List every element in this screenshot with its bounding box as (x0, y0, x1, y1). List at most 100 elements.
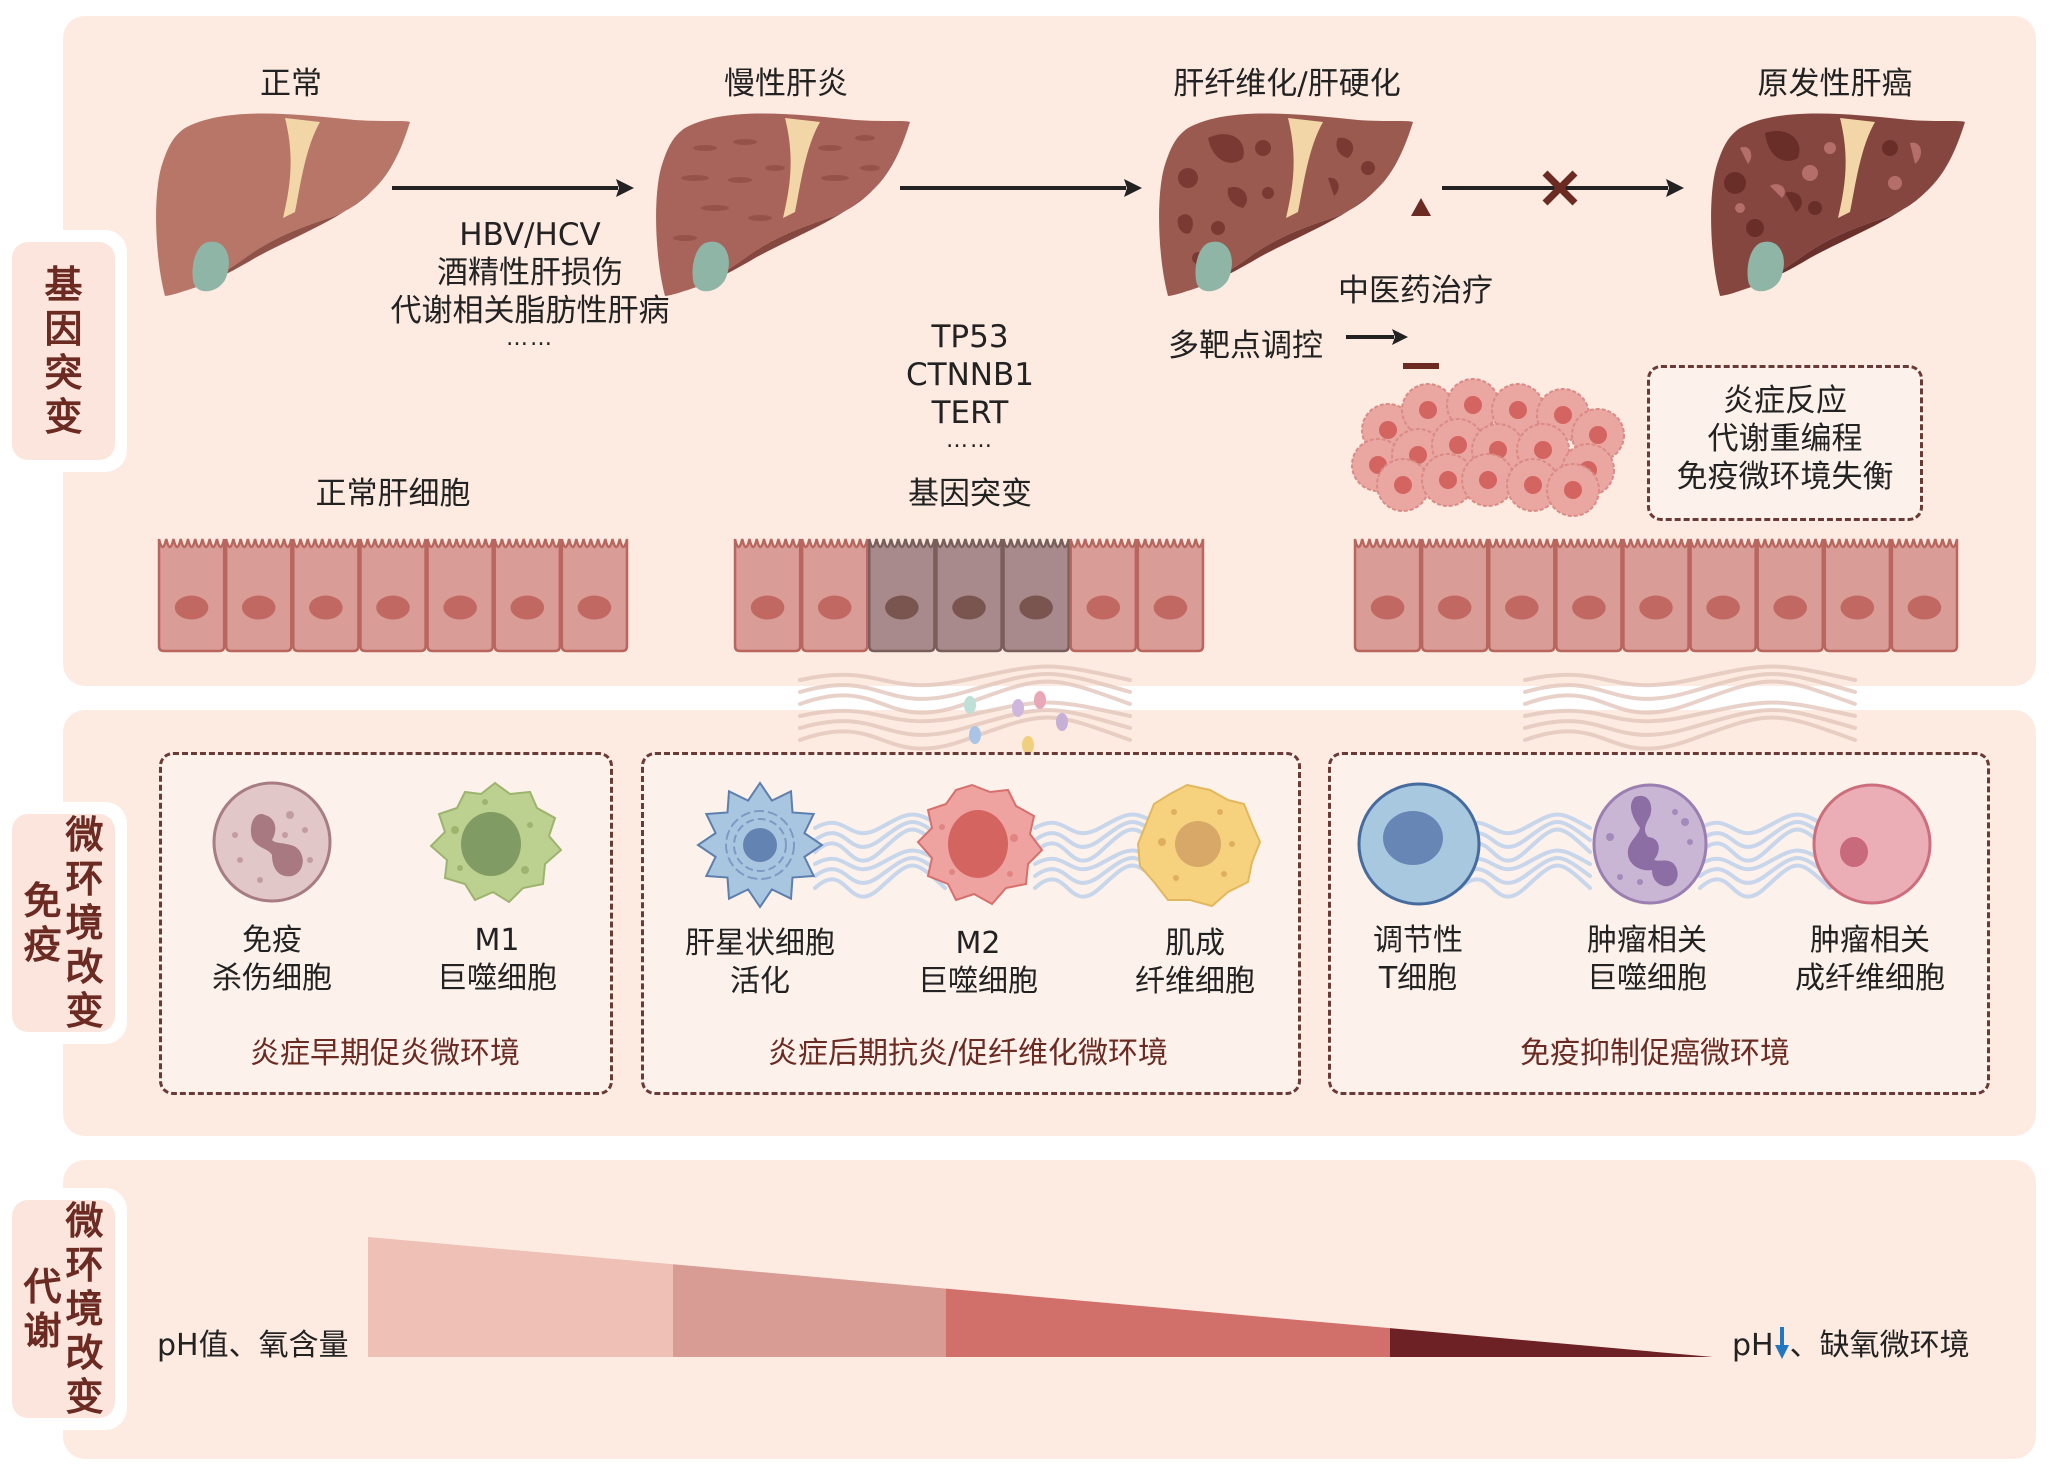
cell-label-line: T细胞 (1378, 961, 1458, 996)
fiber-strand (1033, 812, 1167, 836)
m1-macrophage-icon (429, 781, 563, 904)
tcm-label: 中医药治疗 (1338, 273, 1493, 309)
hepatocyte (1136, 538, 1205, 653)
x-mark-icon (1542, 170, 1578, 206)
tab-char: 疫 (23, 923, 62, 967)
tab-char: 境 (65, 901, 104, 945)
hepatocyte (1689, 538, 1757, 653)
tumor-cell (1461, 453, 1515, 507)
gene-ellipsis: …… (945, 428, 994, 453)
fiber-strand (798, 700, 1132, 724)
hepatocyte (1353, 538, 1422, 653)
tab-char: 谢 (23, 1309, 62, 1353)
tab-immune: 免 疫 微 环 境 改 变 (12, 813, 115, 1033)
tumor-features-list: 炎症反应 代谢重编程 免疫微环境失衡 (1677, 382, 1894, 496)
env-label-late: 炎症后期抗炎/促纤维化微环境 (767, 1036, 1169, 1071)
fiber-particle (1056, 713, 1068, 731)
fiber-strand (798, 672, 1132, 701)
hepatocyte (1622, 538, 1690, 653)
fiber-strand (1458, 848, 1592, 872)
tab-metabolic-right: 微 环 境 改 变 (66, 1199, 104, 1419)
tab-char: 环 (65, 1243, 104, 1287)
fiber-strand (1698, 812, 1832, 836)
tumor-feature: 炎症反应 (1723, 383, 1847, 419)
fiber-link-icon (1458, 812, 1592, 899)
fiber-strand (1033, 827, 1167, 863)
fiber-strand (1523, 664, 1857, 688)
cell-label-line: 免疫 (242, 923, 302, 958)
fiber-strand (1698, 863, 1832, 899)
cell-label-line: 杀伤细胞 (212, 961, 332, 996)
ph-oxygen-gradient-wedge (368, 1237, 1713, 1357)
hepatocyte (224, 538, 293, 653)
fiber-strand (1033, 863, 1167, 899)
fiber-strand (1523, 708, 1857, 737)
hepatocyte (1487, 538, 1556, 653)
tab-char: 微 (65, 1199, 104, 1243)
tab-genetic-text: 基 因 突 变 (44, 263, 82, 439)
ph-hypoxia-end-label: pH、缺氧微环境 (1732, 1320, 1970, 1364)
treg-cell-icon (1357, 782, 1481, 906)
fiber-strand (813, 856, 947, 885)
fiber-strand (813, 848, 947, 872)
gradient-segment (946, 1288, 1390, 1357)
hepatocyte (1555, 538, 1623, 653)
hepatocyte (1420, 538, 1489, 653)
hepatocyte (1823, 538, 1892, 653)
fiber-strand (813, 863, 947, 899)
multi-target-label: 多靶点调控 (1168, 328, 1323, 364)
tam-icon (1592, 783, 1708, 905)
cell-label-m2: M2 巨噬细胞 (918, 925, 1038, 1001)
cell-label-line: 肝星状细胞 (685, 926, 835, 961)
tab-immune-left: 免 疫 (23, 879, 61, 967)
cell-label-line: 巨噬细胞 (918, 964, 1038, 999)
fiber-particle (1012, 699, 1024, 717)
cell-label-m1: M1 巨噬细胞 (437, 922, 557, 998)
cell-label-caf: 肿瘤相关 成纤维细胞 (1795, 922, 1945, 998)
stage-title-fibrosis: 肝纤维化/肝硬化 (1173, 66, 1401, 102)
ph-suffix: 、缺氧微环境 (1789, 1328, 1970, 1363)
ph-down-arrow-icon (1774, 1327, 1789, 1359)
fiber-strand (1698, 848, 1832, 872)
tab-char: 基 (44, 263, 83, 307)
tab-char: 微 (65, 813, 104, 857)
causes-list: HBV/HCV 酒精性肝损伤 代谢相关脂肪性肝病 …… (390, 216, 670, 350)
hepatocyte (157, 538, 226, 653)
fiber-link-icon (1698, 812, 1832, 899)
cell-label-hsc: 肝星状细胞 活化 (685, 925, 835, 1001)
fiber-strand (813, 812, 947, 836)
tab-char: 境 (65, 1287, 104, 1331)
hepatocyte (733, 538, 802, 653)
cause-item: 代谢相关脂肪性肝病 (390, 293, 670, 329)
fiber-strand (1458, 856, 1592, 885)
cell-strip-label-normal: 正常肝细胞 (315, 476, 471, 512)
cell-label-line: 巨噬细胞 (1587, 961, 1707, 996)
hepatocyte (800, 538, 869, 653)
cell-label-line: M1 (474, 923, 520, 958)
hepatocyte (493, 538, 562, 653)
fiber-strand (1698, 820, 1832, 849)
multi-target-arrow-icon (1346, 329, 1408, 345)
fiber-strand (1698, 856, 1832, 885)
gene-item: CTNNB1 (906, 357, 1034, 393)
fiber-strand (798, 708, 1132, 737)
fiber-strand (1523, 700, 1857, 724)
nk-cell-icon (212, 781, 332, 903)
fiber-strand (1523, 715, 1857, 751)
fiber-strand (1033, 820, 1167, 849)
fiber-strand (1458, 812, 1592, 836)
tab-genetic-mutation: 基 因 突 变 (12, 242, 115, 460)
fiber-strand (813, 820, 947, 849)
ph-oxygen-start-label: pH值、氧含量 (157, 1328, 349, 1363)
fibrosis-liver-icon (1159, 113, 1413, 296)
cause-item: HBV/HCV (459, 217, 601, 253)
tcm-inhibit-bar-icon (1403, 310, 1439, 369)
tcm-promote-arrow-icon (1411, 198, 1431, 254)
arrow-hepatitis-to-fibrosis-icon (900, 179, 1142, 197)
hepatocyte-strip-tumor (1353, 538, 1959, 653)
cell-label-line: M2 (955, 926, 1001, 961)
fiber-strand (813, 827, 947, 863)
hepatocyte (1890, 538, 1959, 653)
hepatocyte-strip-normal (157, 538, 629, 653)
fiber-particle (964, 696, 976, 714)
